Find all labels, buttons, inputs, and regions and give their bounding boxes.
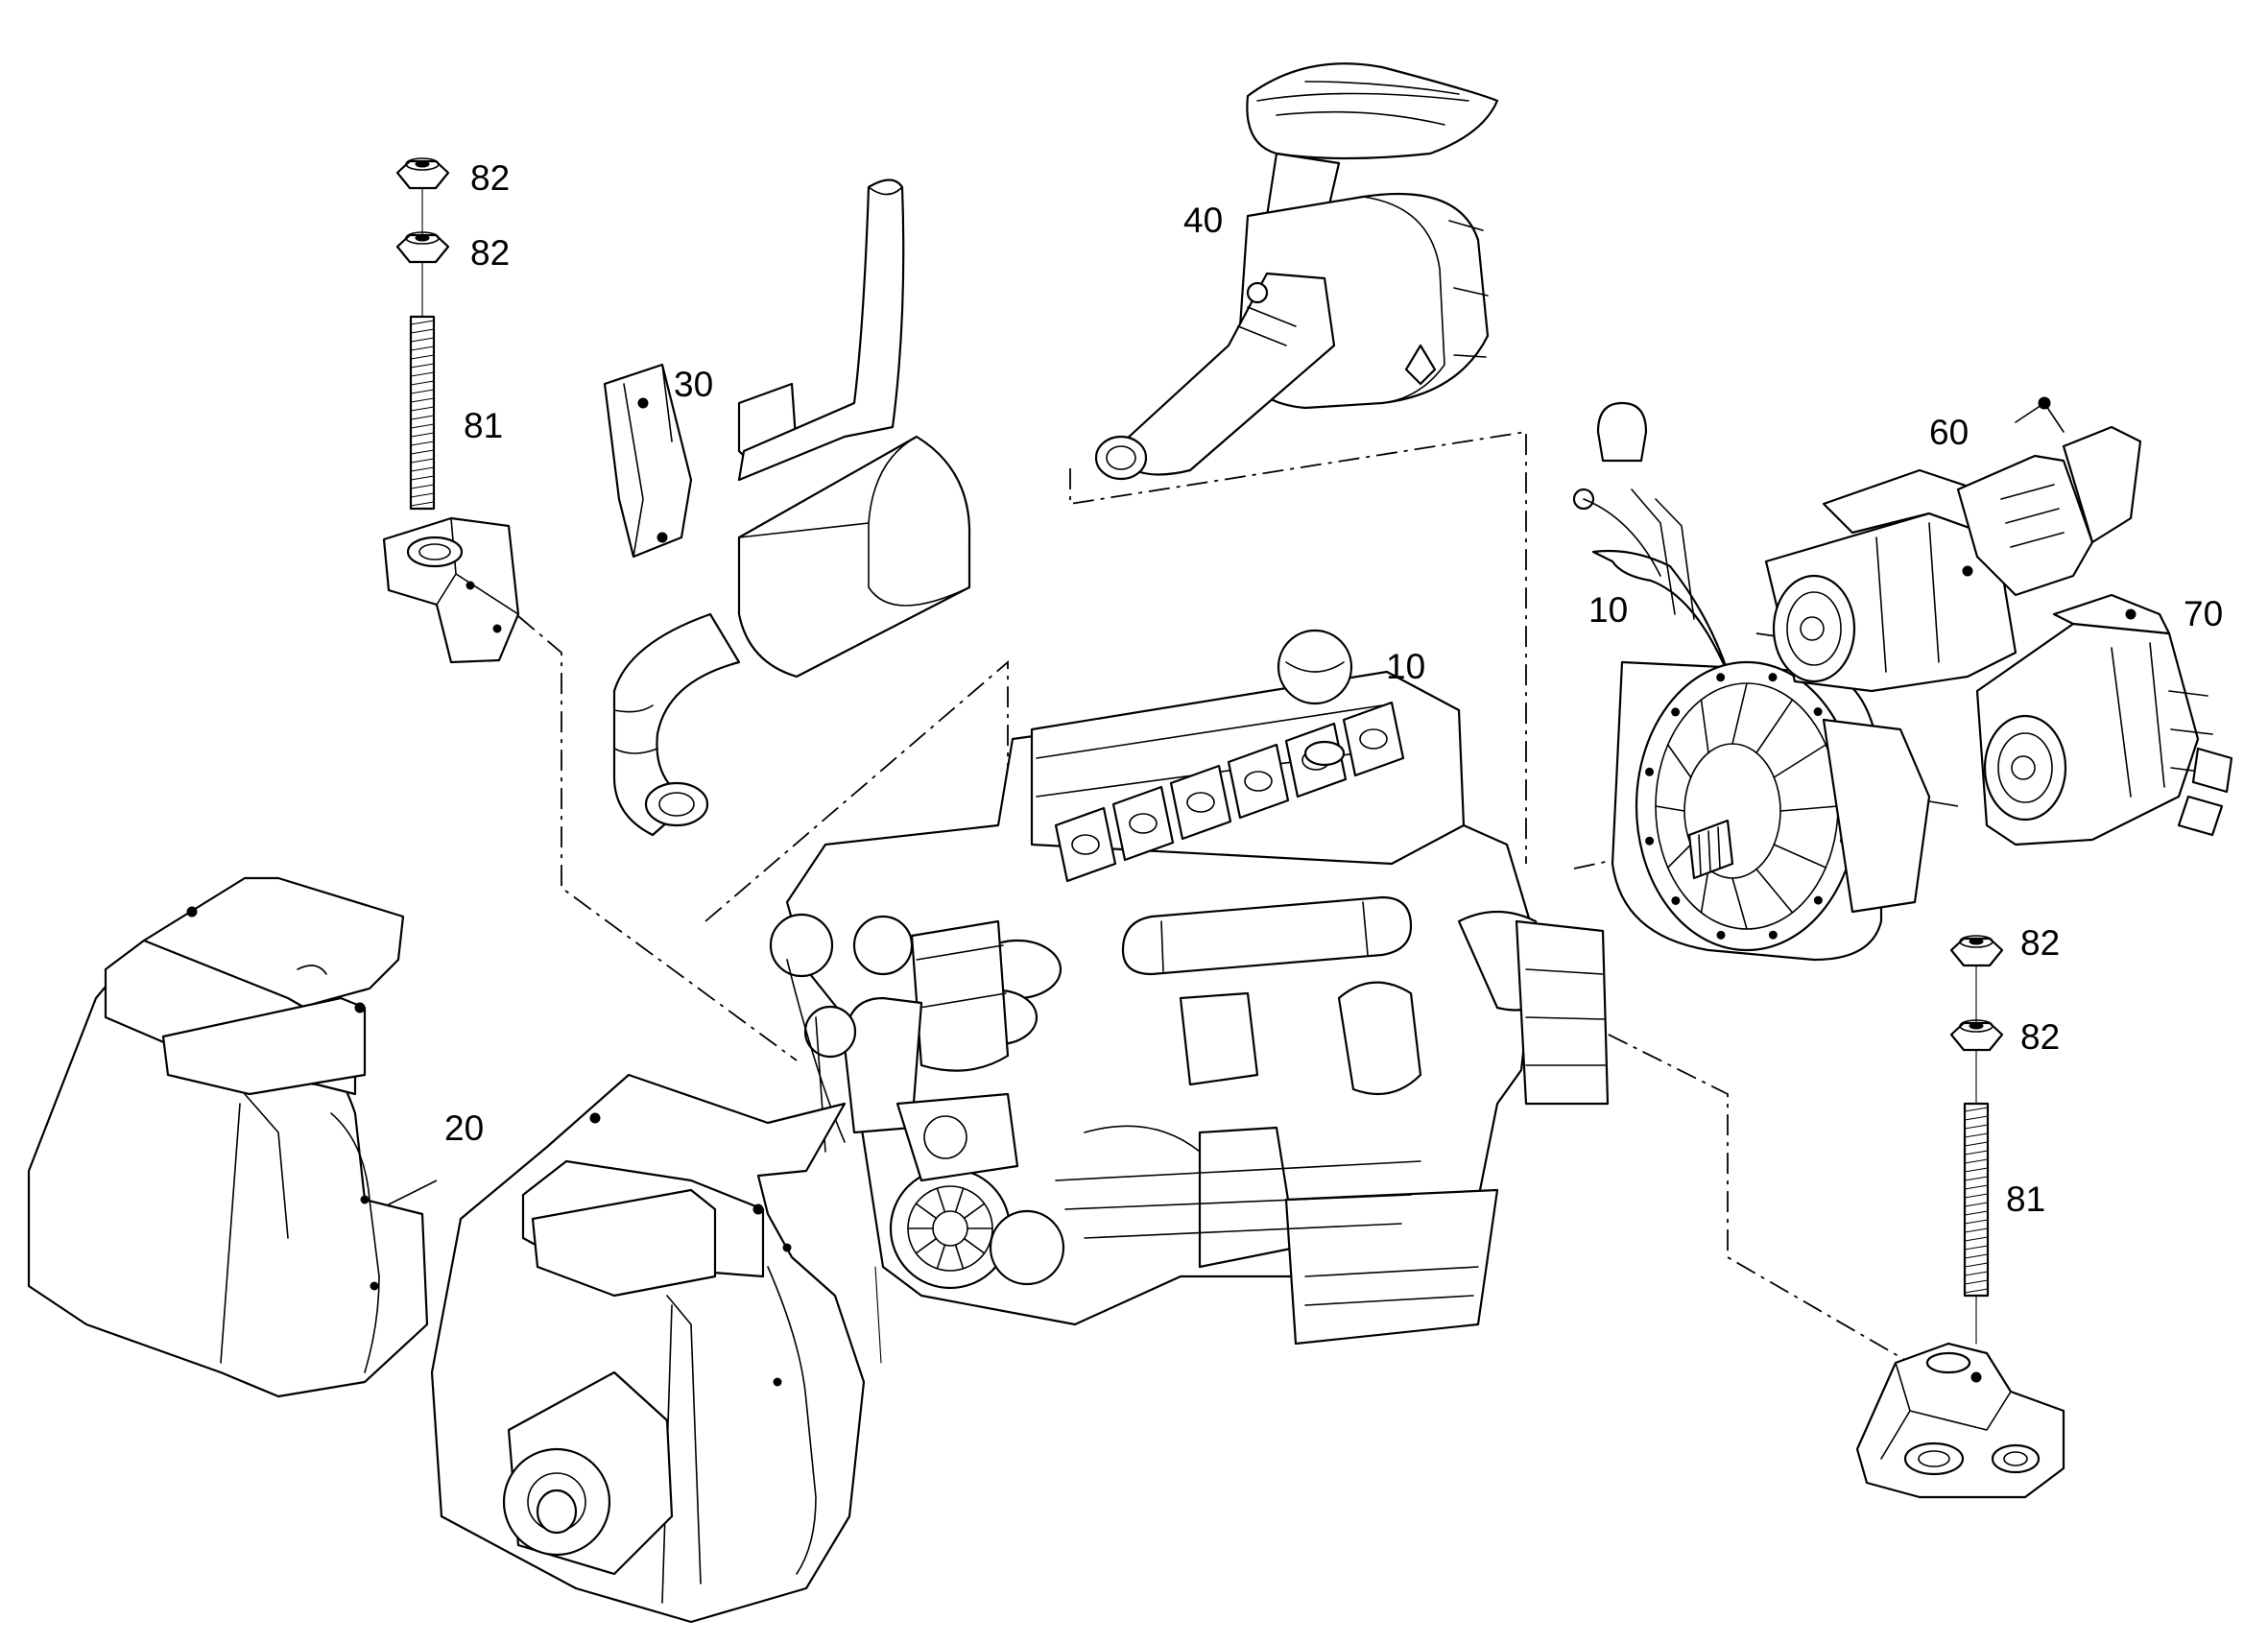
callout-nut-right-2: 82 xyxy=(2020,1017,2060,1057)
callouts: 82 82 81 30 40 10 10 60 70 20 82 82 81 xyxy=(444,158,2223,1219)
callout-nut-right-1: 82 xyxy=(2020,923,2060,963)
engine-mount-top-left xyxy=(382,516,520,664)
hex-nut-icon xyxy=(415,234,430,242)
nut-top-2 xyxy=(395,231,450,264)
flywheel-housing xyxy=(1572,401,1931,962)
callout-stud-right: 81 xyxy=(2006,1179,2045,1219)
callout-air-filter: 40 xyxy=(1183,201,1223,240)
engine-fan-pulley xyxy=(889,1167,1012,1290)
exhaust-system xyxy=(603,179,971,837)
callout-nut-top-2: 82 xyxy=(470,233,510,273)
callout-engine: 10 xyxy=(1386,647,1425,686)
radiator-shroud-rear xyxy=(27,876,429,1398)
engine-mount-icon xyxy=(406,536,464,568)
nut-right-2 xyxy=(1949,1019,2004,1052)
callout-nut-top-1: 82 xyxy=(470,158,510,198)
hex-nut-icon xyxy=(415,160,430,168)
callout-pump-upper: 60 xyxy=(1929,413,1969,452)
hydraulic-pump-upper xyxy=(1764,396,2142,693)
callout-exhaust: 30 xyxy=(674,365,713,404)
nut-right-1 xyxy=(1949,935,2004,967)
radiator-shroud-front xyxy=(430,1073,866,1624)
hydraulic-pump-lower xyxy=(1975,593,2233,846)
callout-pump-lower: 70 xyxy=(2184,594,2223,633)
engine-mount-right xyxy=(1855,1342,2065,1499)
air-filter-assembly xyxy=(1094,62,1499,481)
engine-block xyxy=(769,629,1610,1364)
callout-flywheel-housing: 10 xyxy=(1588,590,1628,630)
hex-nut-icon xyxy=(1969,1022,1984,1030)
nut-top-1 xyxy=(395,157,450,190)
threaded-stud-icon xyxy=(1963,1102,1990,1298)
engine-mount-icon xyxy=(1903,1441,1965,1476)
hex-nut-icon xyxy=(1969,938,1984,945)
threaded-stud-icon xyxy=(409,315,436,511)
callout-radiator: 20 xyxy=(444,1108,484,1148)
stud-top xyxy=(409,315,436,511)
callout-stud-top: 81 xyxy=(464,406,503,445)
stud-right xyxy=(1963,1102,1990,1298)
